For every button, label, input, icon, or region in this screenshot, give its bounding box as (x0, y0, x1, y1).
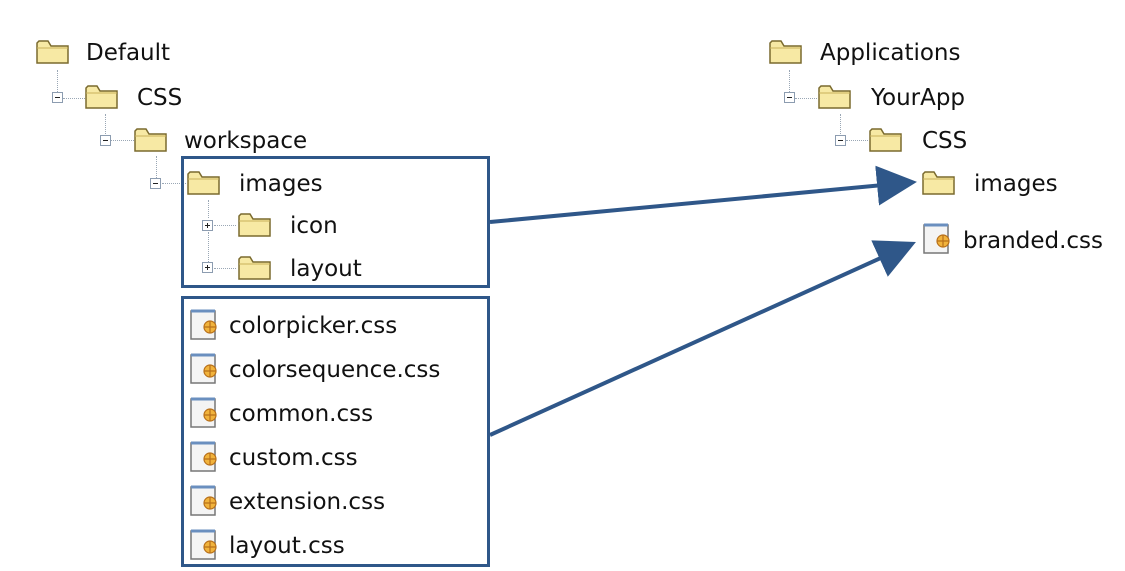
tree-label-layout[interactable]: layout (290, 256, 362, 282)
tree-label-default[interactable]: Default (86, 40, 171, 66)
folder-icon[interactable] (84, 81, 120, 113)
css-file-icon[interactable] (188, 484, 224, 516)
css-file-icon[interactable] (188, 528, 224, 560)
tree-connector (63, 98, 85, 99)
minus-expander-icon[interactable] (100, 135, 111, 146)
tree-connector (795, 98, 817, 99)
minus-expander-icon[interactable] (784, 92, 795, 103)
plus-expander-icon[interactable] (202, 220, 213, 231)
arrow-css-files-to-branded (489, 240, 916, 437)
css-file-icon[interactable] (188, 352, 224, 384)
tree-label-yourapp[interactable]: YourApp (871, 85, 966, 111)
tree-connector (110, 140, 134, 141)
file-label[interactable]: custom.css (229, 445, 358, 471)
tree-label-css[interactable]: CSS (137, 85, 183, 111)
tree-connector (162, 183, 186, 184)
css-files-highlight-box (181, 296, 490, 567)
tree-connector (57, 70, 58, 98)
folder-icon[interactable] (35, 36, 71, 68)
tree-connector (105, 114, 106, 140)
file-label[interactable]: colorpicker.css (229, 313, 398, 339)
css-file-icon[interactable] (188, 440, 224, 472)
css-file-icon[interactable] (188, 308, 224, 340)
folder-icon[interactable] (186, 167, 222, 199)
tree-label-images[interactable]: images (239, 171, 323, 197)
file-label[interactable]: extension.css (229, 489, 386, 515)
minus-expander-icon[interactable] (150, 178, 161, 189)
minus-expander-icon[interactable] (835, 135, 846, 146)
tree-connector (208, 232, 209, 262)
tree-label-branded-css[interactable]: branded.css (963, 228, 1103, 254)
tree-label-applications[interactable]: Applications (820, 40, 961, 66)
file-label[interactable]: layout.css (229, 533, 345, 559)
folder-icon[interactable] (768, 36, 804, 68)
tree-label-images-target[interactable]: images (974, 171, 1058, 197)
arrow-images-to-images (489, 165, 917, 224)
tree-connector (840, 114, 841, 134)
file-label[interactable]: colorsequence.css (229, 357, 441, 383)
folder-icon[interactable] (921, 167, 957, 199)
tree-connector (214, 268, 236, 269)
tree-connector (214, 225, 236, 226)
folder-icon[interactable] (133, 124, 169, 156)
folder-icon[interactable] (237, 209, 273, 241)
css-file-icon[interactable] (921, 222, 957, 254)
folder-icon[interactable] (817, 81, 853, 113)
plus-expander-icon[interactable] (202, 262, 213, 273)
css-file-icon[interactable] (188, 396, 224, 428)
tree-label-icon[interactable]: icon (290, 213, 338, 239)
file-label[interactable]: common.css (229, 401, 374, 427)
folder-icon[interactable] (868, 124, 904, 156)
tree-label-css-target[interactable]: CSS (922, 128, 968, 154)
tree-label-workspace[interactable]: workspace (184, 128, 308, 154)
images-folder-highlight-box (181, 156, 490, 288)
tree-connector (789, 70, 790, 92)
tree-connector (846, 140, 868, 141)
minus-expander-icon[interactable] (52, 92, 63, 103)
folder-icon[interactable] (237, 252, 273, 284)
tree-connector (208, 200, 209, 218)
tree-connector (156, 156, 157, 182)
